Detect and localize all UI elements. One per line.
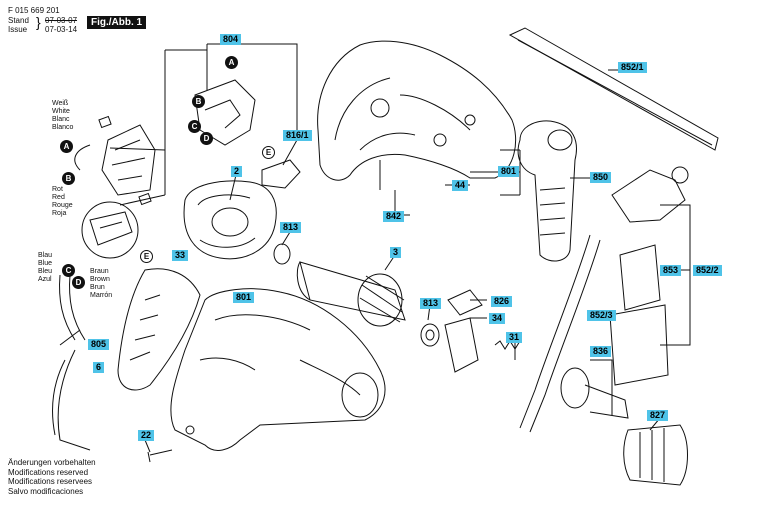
housing-half xyxy=(317,40,517,181)
part-tag-31: 31 xyxy=(506,332,523,343)
wire-label-brown: Braun Brown Brun Marrón xyxy=(90,268,113,299)
leader-804 xyxy=(206,43,298,135)
stand-date: 07-03-07 xyxy=(45,16,78,25)
leader-801-right xyxy=(470,149,521,196)
wire-label-white: Weiß White Blanc Blanco xyxy=(52,100,74,131)
part-tag-44: 44 xyxy=(452,180,469,191)
aux-handle xyxy=(517,120,577,262)
issue-date: 07-03-14 xyxy=(45,25,78,34)
callout-e-connector: E xyxy=(262,146,275,159)
spring-31 xyxy=(494,340,521,350)
part-tag-805: 805 xyxy=(88,339,110,350)
bearing-813b xyxy=(420,323,440,347)
part-tag-842: 842 xyxy=(383,211,405,222)
part-tag-850: 850 xyxy=(590,172,612,183)
leader-805 xyxy=(59,329,81,346)
part-tag-801-body: 801 xyxy=(233,292,255,303)
callout-d-switch: D xyxy=(200,132,213,145)
switch-unit xyxy=(194,79,256,146)
part-tag-852-2: 852/2 xyxy=(693,265,722,276)
gear-836 xyxy=(560,367,590,409)
note-de: Änderungen vorbehalten xyxy=(8,458,96,467)
part-tag-826: 826 xyxy=(491,296,513,307)
part-tag-813-b: 813 xyxy=(420,298,442,309)
dust-box-lower xyxy=(609,304,669,386)
leader-842 xyxy=(379,160,410,216)
leader-2 xyxy=(229,174,237,201)
callout-b-switch: B xyxy=(192,95,205,108)
cable-6 xyxy=(59,274,76,341)
stand-label: Stand xyxy=(8,16,29,25)
chuck-827 xyxy=(623,424,688,486)
detail-zoom-circle xyxy=(81,201,139,259)
doc-number: F 015 669 201 xyxy=(8,6,60,15)
leader-22 xyxy=(144,439,151,453)
part-tag-22: 22 xyxy=(138,430,155,441)
part-tag-33: 33 xyxy=(172,250,189,261)
callout-a-switch: A xyxy=(225,56,238,69)
wire-label-blue: Blau Blue Bleu Azul xyxy=(38,252,53,283)
tool-body-801 xyxy=(170,288,386,451)
part-tag-2: 2 xyxy=(231,166,243,177)
part-tag-801-right: 801 xyxy=(498,166,520,177)
spindle xyxy=(584,384,629,419)
part-tag-816-1: 816/1 xyxy=(283,130,312,141)
gear-plate xyxy=(444,317,479,373)
part-tag-3: 3 xyxy=(390,247,402,258)
callout-c-switch: C xyxy=(188,120,201,133)
brace-glyph: } xyxy=(36,14,41,30)
part-tag-836: 836 xyxy=(590,346,612,357)
note-en: Modifications reserved xyxy=(8,467,89,477)
leader-836 xyxy=(590,359,613,415)
callout-d-cable: D xyxy=(72,276,85,289)
part-tag-827: 827 xyxy=(647,410,669,421)
callout-e-detail: E xyxy=(140,250,153,263)
leader-813a xyxy=(281,231,291,246)
callout-b-wire: B xyxy=(62,172,75,185)
depth-gauge xyxy=(508,27,719,151)
handle-half-33 xyxy=(117,268,201,391)
part-tag-34: 34 xyxy=(489,313,506,324)
part-tag-804: 804 xyxy=(220,34,242,45)
note-fr: Modifications reservees xyxy=(8,477,93,486)
bearing-813a xyxy=(273,243,291,265)
callout-a-wire: A xyxy=(60,140,73,153)
depth-clamp xyxy=(611,169,686,223)
part-tag-813-a: 813 xyxy=(280,222,302,233)
wire-label-red: Rot Red Rouge Roja xyxy=(52,186,73,217)
stator xyxy=(183,180,277,260)
cable-805 xyxy=(57,349,91,451)
brush-holder xyxy=(101,124,156,196)
armature xyxy=(299,261,406,321)
note-es: Salvo modificaciones xyxy=(8,486,84,496)
leader-switch-bracket xyxy=(109,49,207,206)
part-tag-852-3: 852/3 xyxy=(587,310,616,321)
part-tag-6: 6 xyxy=(93,362,105,373)
issue-label: Issue xyxy=(8,25,28,34)
part-tag-852-1: 852/1 xyxy=(618,62,647,73)
dust-hose xyxy=(519,234,601,433)
figure-label: Fig./Abb. 1 xyxy=(87,16,147,29)
dust-box-upper xyxy=(619,244,661,311)
callout-c-cable: C xyxy=(62,264,75,277)
part-tag-853: 853 xyxy=(660,265,682,276)
modification-notes: Änderungen vorbehalten Modifications res… xyxy=(8,458,96,496)
screw-22 xyxy=(147,449,173,463)
